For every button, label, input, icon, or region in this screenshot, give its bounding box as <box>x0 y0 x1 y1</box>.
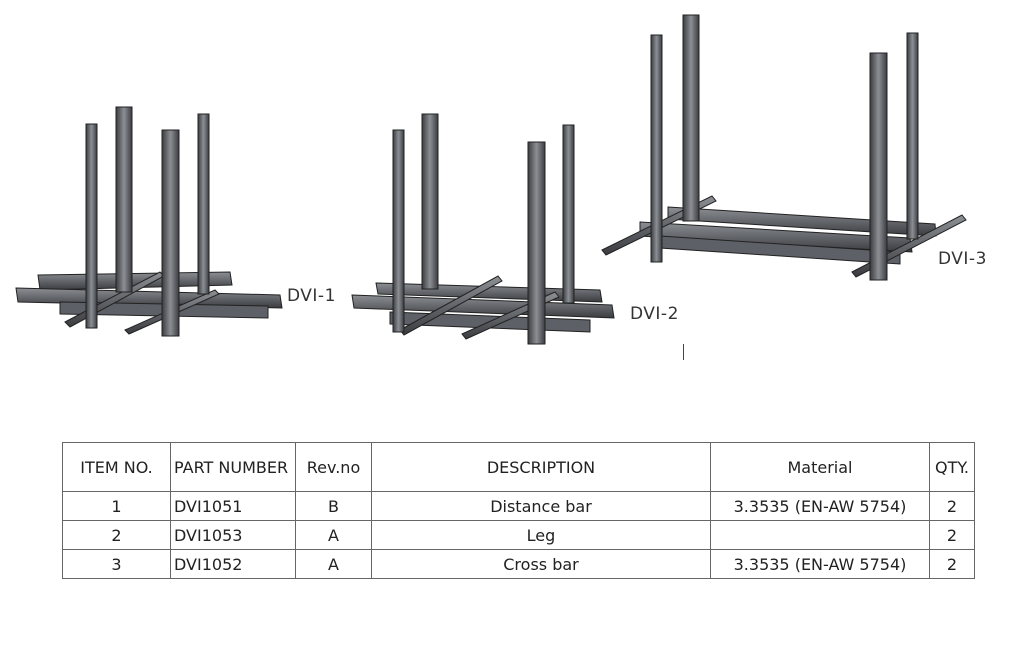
assembly-dvi-2 <box>351 113 615 345</box>
assembly-dvi-1 <box>15 106 283 337</box>
leg <box>869 52 888 281</box>
cell-part-number: DVI1052 <box>170 549 296 579</box>
header-material: Material <box>710 442 930 492</box>
assembly-label-dvi-1: DVI-1 <box>287 286 336 306</box>
cell-rev-no: A <box>295 549 372 579</box>
cell-description: Cross bar <box>371 549 711 579</box>
assembly-drawing <box>15 14 967 345</box>
table-row: 3 DVI1052 A Cross bar 3.3535 (EN-AW 5754… <box>62 549 975 579</box>
cell-rev-no: B <box>295 491 372 521</box>
leg <box>115 106 133 293</box>
leg <box>421 113 439 290</box>
table-row: 2 DVI1053 A Leg 2 <box>62 520 975 550</box>
header-description: DESCRIPTION <box>371 442 711 492</box>
leg <box>906 32 919 240</box>
assembly-label-dvi-3: DVI-3 <box>938 249 987 269</box>
cross-bar-left <box>399 275 503 336</box>
cell-description: Leg <box>371 520 711 550</box>
cell-qty: 2 <box>929 549 975 579</box>
leg <box>161 129 180 337</box>
leg <box>562 124 575 304</box>
cell-material: 3.3535 (EN-AW 5754) <box>710 549 930 579</box>
bill-of-materials-table: ITEM NO. PART NUMBER Rev.no DESCRIPTION … <box>62 442 975 579</box>
header-qty: QTY. <box>929 442 975 492</box>
cell-material: 3.3535 (EN-AW 5754) <box>710 491 930 521</box>
cell-item-no: 2 <box>62 520 171 550</box>
leg <box>682 14 700 222</box>
cell-qty: 2 <box>929 520 975 550</box>
cell-item-no: 3 <box>62 549 171 579</box>
cell-material <box>710 520 930 550</box>
header-item-no: ITEM NO. <box>62 442 171 492</box>
assembly-dvi-3 <box>601 14 967 281</box>
header-part-number: PART NUMBER <box>170 442 296 492</box>
assembly-label-dvi-2: DVI-2 <box>630 304 679 324</box>
leg <box>197 113 210 295</box>
table-header-row: ITEM NO. PART NUMBER Rev.no DESCRIPTION … <box>62 442 975 492</box>
cell-rev-no: A <box>295 520 372 550</box>
table-row: 1 DVI1051 B Distance bar 3.3535 (EN-AW 5… <box>62 491 975 521</box>
header-rev-no: Rev.no <box>295 442 372 492</box>
leg <box>85 123 98 329</box>
leg <box>392 129 405 333</box>
front-distance-bar <box>351 294 615 319</box>
leg <box>527 141 546 345</box>
leg <box>650 34 663 263</box>
cell-item-no: 1 <box>62 491 171 521</box>
text-cursor <box>683 344 684 360</box>
cell-part-number: DVI1053 <box>170 520 296 550</box>
cell-description: Distance bar <box>371 491 711 521</box>
cell-qty: 2 <box>929 491 975 521</box>
cell-part-number: DVI1051 <box>170 491 296 521</box>
